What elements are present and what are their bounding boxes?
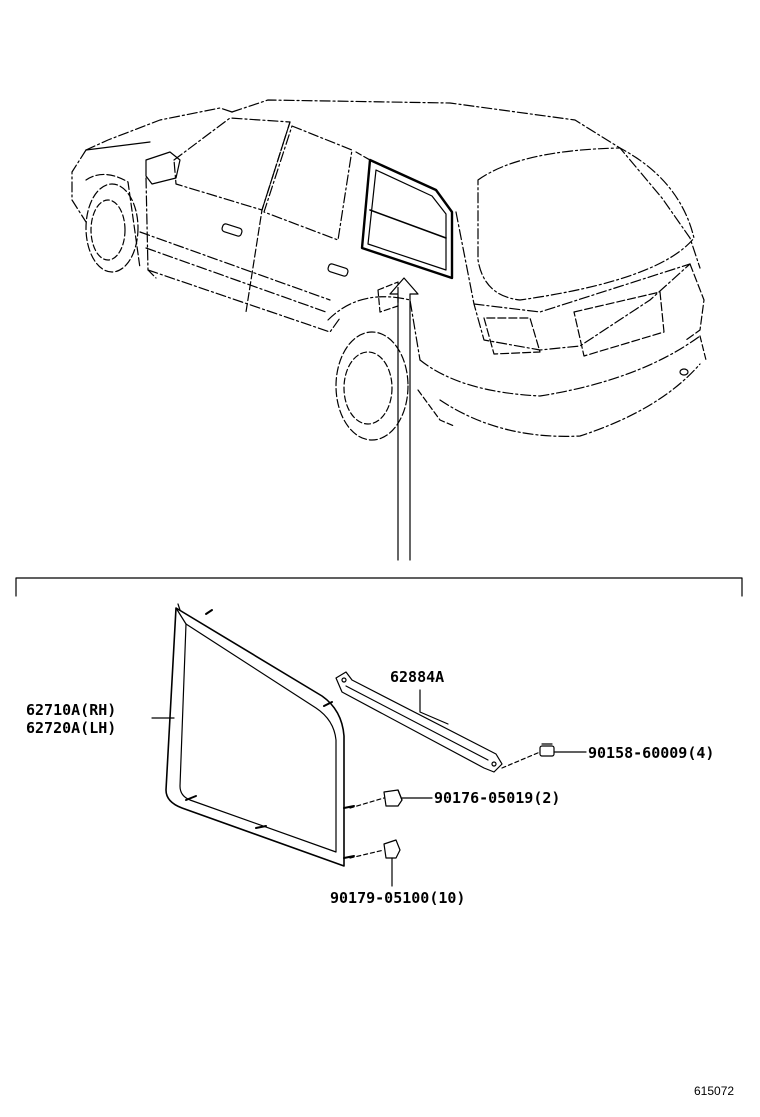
part-label-glass-lh: 62720A(LH) xyxy=(26,719,117,737)
part-label-clip-b: 90179-05100(10) xyxy=(330,889,466,907)
clip-icon-2 xyxy=(383,839,401,859)
clip-icon xyxy=(383,789,403,807)
figure-id: 615072 xyxy=(694,1084,735,1098)
quarter-glass-icon xyxy=(165,603,355,867)
part-label-screw: 90158-60009(4) xyxy=(588,744,715,762)
pointer-arrow-icon xyxy=(389,277,419,561)
window-moulding-icon xyxy=(335,671,503,773)
part-label-clip-a: 90176-05019(2) xyxy=(434,789,561,807)
group-bracket xyxy=(15,577,743,597)
part-label-glass-rh: 62710A(RH) xyxy=(26,701,117,719)
screw-icon xyxy=(539,743,555,757)
station-wagon-rear-view-icon xyxy=(71,99,707,441)
part-label-moulding: 62884A xyxy=(390,668,445,686)
